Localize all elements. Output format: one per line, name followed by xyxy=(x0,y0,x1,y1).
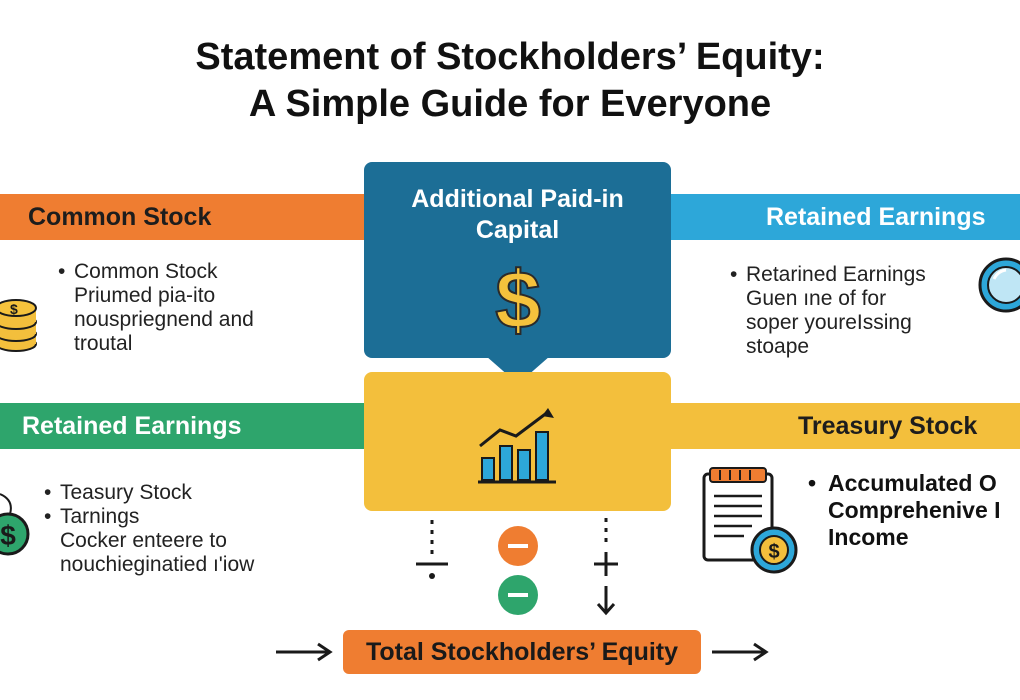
retained-earnings-top-heading: Retained Earnings xyxy=(766,202,986,231)
treasury-stock-line-3: Income xyxy=(828,524,909,550)
page-title: Statement of Stockholders’ Equity: A Sim… xyxy=(0,34,1020,128)
apic-heading-line-2: Capital xyxy=(475,216,560,244)
svg-text:$: $ xyxy=(768,541,779,563)
retained-earnings-top-banner: Retained Earnings xyxy=(670,194,1020,240)
additional-paid-in-capital-block: Additional Paid-in Capital $ xyxy=(364,162,671,358)
common-stock-text: •Common Stock Priumed pia-ito nouspriegn… xyxy=(58,260,254,355)
minus-circle-icon xyxy=(498,575,538,615)
arrow-right-icon xyxy=(276,642,333,662)
treasury-stock-line-1: Accumulated O xyxy=(828,470,997,496)
common-stock-line-3: troutal xyxy=(74,332,133,355)
common-stock-line-2: nouspriegnend and xyxy=(74,308,254,331)
bar-chart-growth-icon xyxy=(478,408,556,484)
magnifier-icon xyxy=(978,257,1020,313)
retained-earnings-top-bullet: Retarined Earnings xyxy=(746,263,926,286)
retained-earnings-left-text: •Teasury Stock •Tarnings Cocker enteere … xyxy=(44,481,255,576)
retained-earnings-left-bullet-2: Tarnings xyxy=(60,505,140,528)
svg-text:$: $ xyxy=(10,301,18,317)
total-label: Total Stockholders’ Equity xyxy=(365,637,679,666)
retained-earnings-top-line-2: soper youreIssing xyxy=(746,311,912,334)
common-stock-heading: Common Stock xyxy=(28,202,212,231)
apic-heading-line-1: Additional Paid-in xyxy=(411,185,624,213)
title-line-1: Statement of Stockholders’ Equity: xyxy=(195,36,825,78)
retained-earnings-top-text: •Retarined Earnings Guen ıne of for sope… xyxy=(730,263,926,358)
svg-text:$: $ xyxy=(495,258,541,340)
treasury-stock-text: •Accumulated O Comprehenive I Income xyxy=(808,470,1001,550)
treasury-stock-line-2: Comprehenive I xyxy=(828,497,1001,523)
arrow-down-icon xyxy=(596,586,616,616)
growth-block xyxy=(364,372,671,511)
common-stock-line-1: Priumed pia-ito xyxy=(74,284,216,307)
document-dollar-icon: $ xyxy=(702,467,798,574)
retained-earnings-left-line-2: nouchieginatied ı'iow xyxy=(60,553,255,576)
coin-stack-icon: $ xyxy=(0,299,37,352)
retained-earnings-left-line-1: Cocker enteere to xyxy=(60,529,227,552)
treasury-stock-banner: Treasury Stock xyxy=(670,403,1020,449)
dollar-coin-icon: $ xyxy=(0,493,30,556)
minus-circle-icon xyxy=(498,526,538,566)
arrow-right-icon xyxy=(712,642,769,662)
divide-icon xyxy=(416,520,448,579)
retained-earnings-left-heading: Retained Earnings xyxy=(22,411,242,440)
apic-heading: Additional Paid-in Capital xyxy=(364,184,671,246)
retained-earnings-top-line-1: Guen ıne of for xyxy=(746,287,887,310)
title-line-2: A Simple Guide for Everyone xyxy=(248,83,772,125)
common-stock-banner: Common Stock xyxy=(0,194,370,240)
total-stockholders-equity-box: Total Stockholders’ Equity xyxy=(343,630,701,674)
dollar-sign-icon: $ xyxy=(494,258,542,340)
retained-earnings-top-line-3: stoape xyxy=(746,335,810,358)
treasury-stock-heading: Treasury Stock xyxy=(798,411,978,440)
plus-icon xyxy=(594,518,618,576)
retained-earnings-left-bullet-1: Teasury Stock xyxy=(60,481,192,504)
svg-text:$: $ xyxy=(0,520,16,551)
common-stock-bullet: Common Stock xyxy=(74,260,218,283)
retained-earnings-left-banner: Retained Earnings xyxy=(0,403,370,449)
